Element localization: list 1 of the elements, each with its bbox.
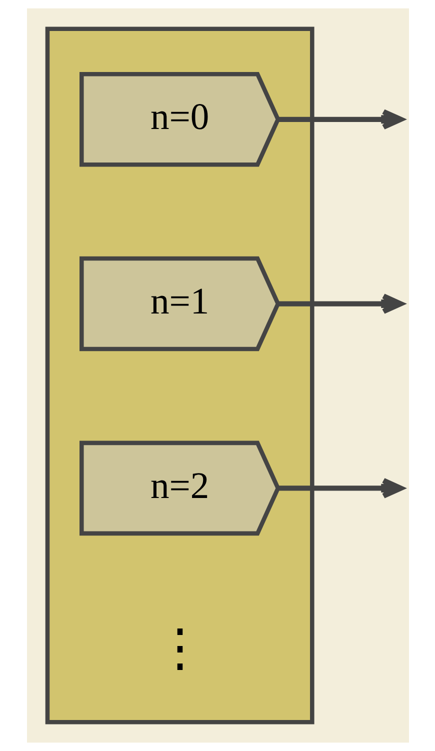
label: ⋮ xyxy=(154,620,205,677)
